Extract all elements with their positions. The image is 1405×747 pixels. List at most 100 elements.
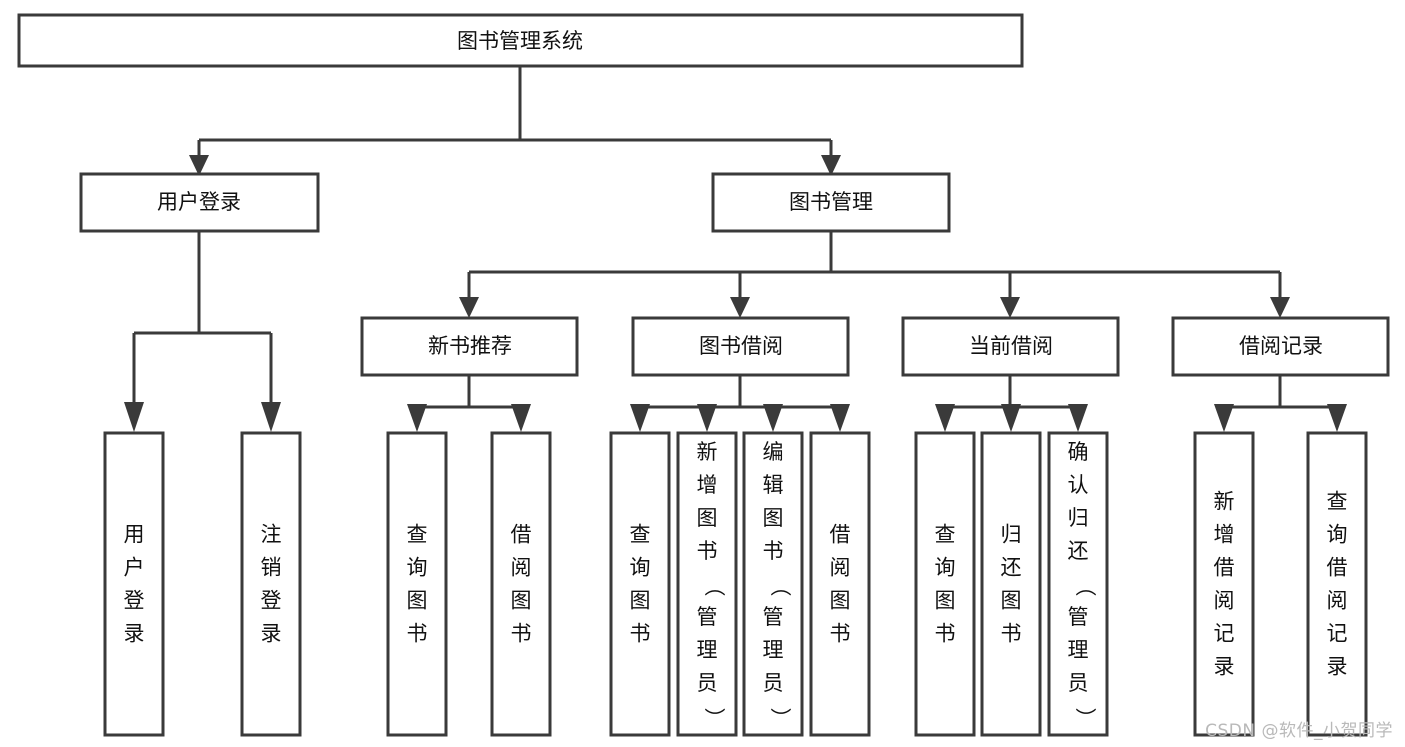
node-book-manage-box[interactable]	[711, 172, 951, 233]
node-borrow-record-label: 借阅记录	[1239, 334, 1323, 358]
vertical-char: 销	[261, 556, 282, 580]
vertical-char: 阅	[830, 556, 851, 580]
vertical-char: 还	[1068, 539, 1089, 563]
vertical-char: 管	[1068, 605, 1089, 629]
node-leaf-add-borrow-record-box[interactable]	[1193, 431, 1255, 737]
node-root[interactable]: 图书管理系统	[17, 13, 1024, 68]
node-leaf-borrow-book-1-box[interactable]	[490, 431, 552, 737]
node-current-borrow[interactable]: 当前借阅	[901, 316, 1120, 377]
arrow-head-user-login	[189, 155, 209, 176]
vertical-char: 阅	[1214, 589, 1235, 613]
vertical-char: 记	[1327, 622, 1348, 646]
node-leaf-return-book-box[interactable]	[980, 431, 1042, 737]
node-book-borrow-box[interactable]	[631, 316, 850, 377]
node-user-login-box[interactable]	[79, 172, 320, 233]
node-root-box[interactable]	[17, 13, 1024, 68]
vertical-char: 登	[124, 589, 145, 613]
node-user-login[interactable]: 用户登录	[79, 172, 320, 233]
vertical-char: 图	[697, 506, 718, 530]
arrow-head-book-borrow	[730, 297, 750, 318]
node-leaf-edit-book-admin-box[interactable]	[742, 431, 804, 737]
vertical-char: （	[1073, 576, 1097, 597]
vertical-char: 借	[830, 523, 851, 547]
vertical-char: 查	[1327, 490, 1348, 514]
arrow-head-leaf-query-book-2	[630, 404, 650, 432]
node-book-manage[interactable]: 图书管理	[711, 172, 951, 233]
vertical-char: 询	[1327, 523, 1348, 547]
vertical-char: ）	[702, 708, 726, 729]
node-leaf-query-book-1-box[interactable]	[386, 431, 448, 737]
arrow-head-leaf-query-borrow-record	[1327, 404, 1347, 432]
node-borrow-record[interactable]: 借阅记录	[1171, 316, 1390, 377]
node-leaf-add-book-admin-box[interactable]	[676, 431, 738, 737]
vertical-char: 录	[1327, 655, 1348, 679]
vertical-char: 书	[830, 622, 851, 646]
node-book-borrow-label: 图书借阅	[699, 334, 783, 358]
vertical-char: 书	[763, 539, 784, 563]
vertical-char: 员	[697, 671, 718, 695]
node-leaf-user-login-box[interactable]	[103, 431, 165, 737]
vertical-char: 借	[1214, 556, 1235, 580]
vertical-char: 书	[407, 622, 428, 646]
vertical-char: 阅	[511, 556, 532, 580]
node-book-borrow[interactable]: 图书借阅	[631, 316, 850, 377]
vertical-char: 员	[763, 671, 784, 695]
node-leaf-query-book-3-box[interactable]	[914, 431, 976, 737]
vertical-char: 新	[1214, 490, 1235, 514]
vertical-char: （	[768, 576, 792, 597]
node-leaf-user-login[interactable]: 用户登录	[103, 431, 165, 737]
node-new-book-recommend[interactable]: 新书推荐	[360, 316, 579, 377]
node-borrow-record-box[interactable]	[1171, 316, 1390, 377]
vertical-char: 理	[697, 638, 718, 662]
vertical-char: 图	[1001, 589, 1022, 613]
vertical-char: 录	[261, 622, 282, 646]
vertical-char: 辑	[763, 473, 784, 497]
vertical-char: 登	[261, 589, 282, 613]
vertical-char: 用	[124, 523, 145, 547]
vertical-char: 注	[261, 523, 282, 547]
vertical-char: 理	[1068, 638, 1089, 662]
arrow-head-leaf-query-book-1	[407, 404, 427, 432]
vertical-char: 询	[935, 556, 956, 580]
vertical-char: 询	[407, 556, 428, 580]
vertical-char: 录	[124, 622, 145, 646]
vertical-char: 管	[763, 605, 784, 629]
node-leaf-logout-login-box[interactable]	[240, 431, 302, 737]
vertical-char: 增	[1214, 523, 1235, 547]
node-current-borrow-label: 当前借阅	[969, 334, 1053, 358]
vertical-char: 书	[935, 622, 956, 646]
node-leaf-query-book-2-box[interactable]	[609, 431, 671, 737]
node-leaf-borrow-book-2-box[interactable]	[809, 431, 871, 737]
vertical-char: 书	[1001, 622, 1022, 646]
node-current-borrow-box[interactable]	[901, 316, 1120, 377]
vertical-char: 确	[1068, 440, 1089, 464]
node-new-book-recommend-box[interactable]	[360, 316, 579, 377]
arrow-head-book-manage	[821, 155, 841, 176]
vertical-char: 借	[1327, 556, 1348, 580]
node-leaf-query-borrow-record-box[interactable]	[1306, 431, 1368, 737]
vertical-char: ）	[768, 708, 792, 729]
csdn-watermark: CSDN @软件_小贺同学	[1205, 721, 1393, 741]
vertical-char: 书	[511, 622, 532, 646]
vertical-char: 管	[697, 605, 718, 629]
node-leaf-confirm-return-admin-box[interactable]	[1047, 431, 1109, 737]
